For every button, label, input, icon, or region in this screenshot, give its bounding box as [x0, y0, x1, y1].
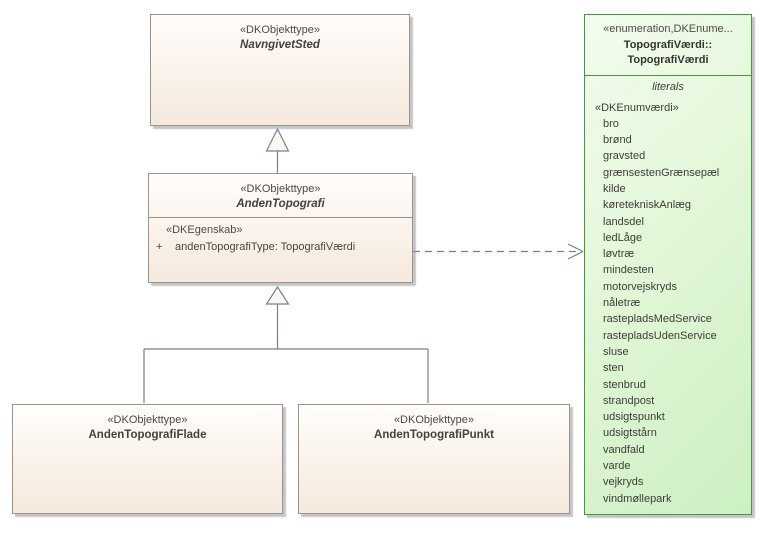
attribute-visibility: + — [156, 241, 163, 253]
class-name: AndenTopografi — [236, 198, 325, 210]
enum-literal-items: bro brønd gravsted grænsestenGrænsepæl kilde… — [595, 116, 751, 507]
enum-literal: ledLåge — [603, 231, 643, 244]
open-arrowhead-icon — [567, 243, 584, 260]
enum-literal: grænsestenGrænsepæl — [603, 166, 720, 179]
enum-literal: rastepladsUdenService — [603, 329, 717, 342]
generalization-andentopografi-to-navngivetsted[interactable] — [265, 127, 290, 173]
attribute-stereotype: «DKEgenskab» — [166, 224, 243, 236]
compartment-divider — [585, 74, 751, 76]
class-stereotype: «DKObjekttype» — [239, 24, 321, 36]
generalization-tree-to-andentopografi[interactable] — [143, 285, 429, 403]
class-stereotype: «DKObjekttype» — [393, 414, 475, 426]
enum-literal: sluse — [603, 345, 629, 358]
attribute-row[interactable]: + andenTopografiType: TopografiVærdi — [149, 236, 412, 253]
enum-stereotype: «enumeration,DKEnume... — [603, 23, 733, 35]
class-andentopografiflade[interactable]: «DKObjekttype» AndenTopografiFlade — [12, 404, 283, 514]
enum-qualified-name: TopografiVærdi:: — [623, 38, 713, 51]
class-name: AndenTopografiFlade — [88, 429, 207, 441]
class-andentopografi[interactable]: «DKObjekttype» AndenTopografi «DKEgenska… — [148, 173, 413, 283]
enum-literal: bro — [603, 117, 619, 130]
enum-literal: nåletræ — [603, 297, 641, 310]
enum-literal: gravsted — [603, 150, 646, 163]
enum-literal: stenbrud — [603, 378, 646, 391]
enum-literal: strandpost — [603, 394, 655, 407]
attribute-text: andenTopografiType: TopografiVærdi — [175, 241, 356, 253]
enum-literal: vandfald — [603, 443, 645, 456]
enum-literal: vejkryds — [603, 476, 644, 489]
class-name: AndenTopografiPunkt — [374, 429, 494, 441]
class-stereotype: «DKObjekttype» — [240, 183, 321, 195]
enum-literal: kilde — [603, 182, 626, 195]
enum-literal: sten — [603, 362, 624, 375]
enum-literal: udsigtspunkt — [603, 411, 665, 424]
enum-literal: brønd — [603, 134, 632, 147]
enum-literal: vindmøllepark — [603, 492, 672, 505]
class-navngivetsted[interactable]: «DKObjekttype» NavngivetSted — [150, 14, 410, 126]
class-andentopografipunkt[interactable]: «DKObjekttype» AndenTopografiPunkt — [298, 404, 570, 514]
literals-list: «DKEnumværdi» bro brønd gravsted grænsesten… — [585, 93, 751, 507]
compartment-divider — [149, 217, 412, 218]
enum-literal: løvtræ — [603, 248, 635, 261]
literals-compartment-label: literals — [652, 80, 684, 93]
enum-literal: udsigtstårn — [603, 427, 657, 440]
class-name: NavngivetSted — [240, 39, 320, 51]
class-stereotype: «DKObjekttype» — [107, 414, 188, 426]
attribute-type-dependency[interactable] — [393, 239, 584, 264]
enum-literal: rastepladsMedService — [603, 313, 712, 326]
enum-literal: landsdel — [603, 215, 644, 228]
enum-literals-stereotype: «DKEnumværdi» — [595, 101, 679, 114]
enum-literal: motorvejskryds — [603, 280, 677, 293]
enum-literal: mindesten — [603, 264, 654, 277]
enum-literal: varde — [603, 460, 631, 473]
enumeration-topografivaerdi[interactable]: «enumeration,DKEnume... TopografiVærdi::… — [584, 14, 752, 515]
enum-literal: køretekniskAnlæg — [603, 199, 692, 212]
enum-name: TopografiVærdi — [627, 54, 709, 66]
